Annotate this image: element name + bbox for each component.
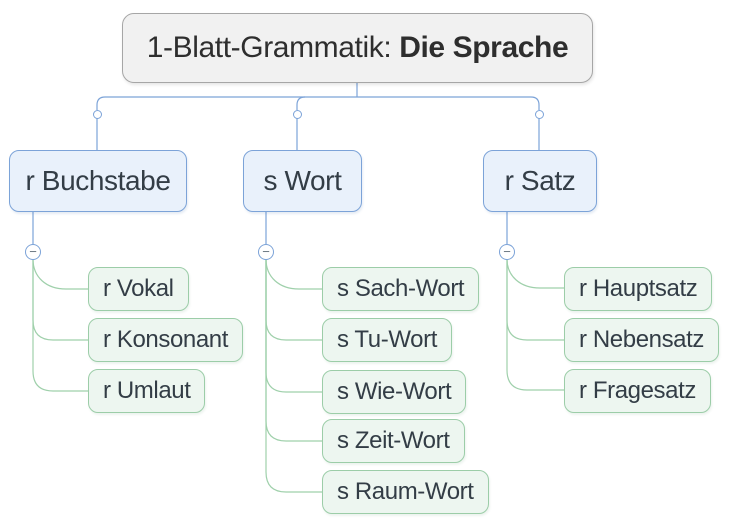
leaf-node-tuwort[interactable]: s Tu-Wort — [322, 318, 452, 362]
connector-to-leaf-konsonant — [32, 259, 88, 341]
root-node[interactable]: 1-Blatt-Grammatik: Die Sprache — [122, 13, 593, 83]
branch-node-wort[interactable]: s Wort — [243, 150, 362, 212]
root-title-text: 1-Blatt-Grammatik: — [146, 31, 400, 64]
branch-node-buchstabe[interactable]: r Buchstabe — [9, 150, 187, 212]
connector-to-leaf-tuwort — [265, 259, 322, 341]
leaf-node-raumwort[interactable]: s Raum-Wort — [322, 470, 489, 514]
leaf-node-konsonant[interactable]: r Konsonant — [88, 318, 244, 362]
connector-to-leaf-hauptsatz — [506, 258, 564, 289]
connector-to-leaf-zeitwort — [265, 259, 322, 442]
connector-rail-drop-middle — [296, 96, 306, 110]
connector-to-leaf-fragesatz — [506, 259, 564, 391]
connector-knob-icon — [292, 109, 302, 119]
connector-knob-icon — [534, 109, 544, 119]
connector-to-leaf-nebensatz — [506, 259, 564, 341]
branch-node-satz[interactable]: r Satz — [483, 150, 597, 212]
connector-rail-drop-left — [96, 96, 106, 110]
connector-to-leaf-raumwort — [265, 259, 322, 493]
connector-to-leaf-umlaut — [32, 259, 88, 392]
collapse-button-satz[interactable]: − — [499, 244, 515, 260]
leaf-node-sachwort[interactable]: s Sach-Wort — [322, 267, 480, 311]
minus-icon: − — [262, 244, 270, 259]
connector-rail-drop-right — [530, 96, 540, 110]
leaf-node-hauptsatz[interactable]: r Hauptsatz — [564, 267, 713, 311]
leaf-node-vokal[interactable]: r Vokal — [88, 267, 189, 311]
connector-knob-icon — [92, 109, 102, 119]
minus-icon: − — [29, 244, 37, 259]
connector-to-leaf-vokal — [32, 258, 88, 290]
leaf-node-wiewort[interactable]: s Wie-Wort — [322, 370, 467, 414]
minus-icon: − — [503, 244, 511, 259]
collapse-button-buchstabe[interactable]: − — [25, 244, 41, 260]
root-title-bold-text: Die Sprache — [399, 31, 569, 64]
leaf-node-umlaut[interactable]: r Umlaut — [88, 369, 206, 413]
leaf-node-fragesatz[interactable]: r Fragesatz — [564, 369, 711, 413]
connector-to-leaf-wiewort — [265, 259, 322, 393]
connector-to-leaf-sachwort — [265, 258, 322, 290]
leaf-node-zeitwort[interactable]: s Zeit-Wort — [322, 419, 465, 463]
collapse-button-wort[interactable]: − — [258, 244, 274, 260]
leaf-node-nebensatz[interactable]: r Nebensatz — [564, 318, 719, 362]
